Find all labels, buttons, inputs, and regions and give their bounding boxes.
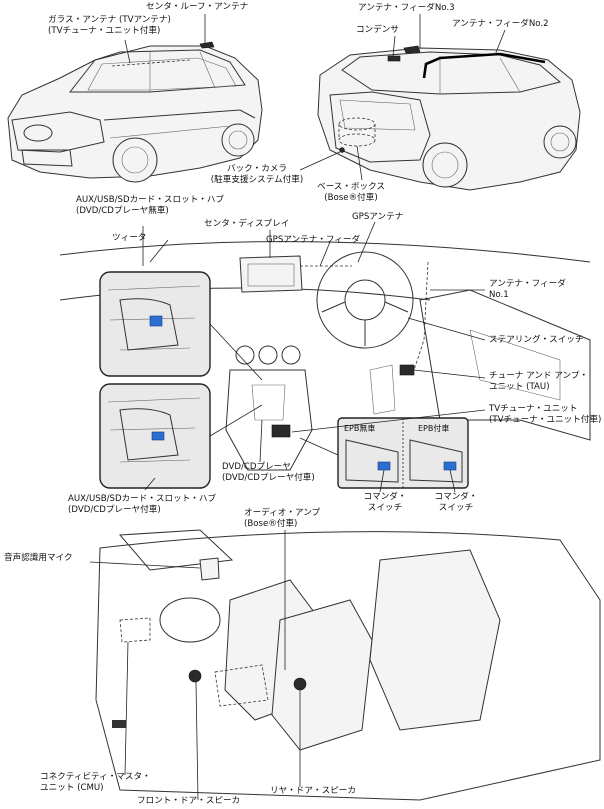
label-dvd-player-line1: DVD/CDプレーヤ: [222, 462, 291, 472]
interior-illustration: [95, 529, 601, 801]
label-antenna-feeder-2: アンテナ・フィーダNo.2: [452, 19, 549, 29]
label-tv-tuner-line1: TVチューナ・ユニット: [489, 404, 578, 414]
inset-aux-hub-without-dvd: [99, 271, 263, 381]
label-commander-left-line1: コマンダ・: [363, 492, 407, 502]
label-back-camera-line1: バック・カメラ: [226, 164, 287, 174]
label-aux-hub-bottom-line1: AUX/USB/SDカード・スロット・ハブ: [68, 494, 217, 504]
label-front-door-speaker: フロント・ドア・スピーカ: [137, 796, 241, 806]
label-audio-amp-line1: オーディオ・アンプ: [244, 508, 321, 518]
label-glass-antenna: ガラス・アンテナ (TVアンテナ) (TVチューナ・ユニット付車): [48, 15, 171, 37]
label-tau-line1: チューナ アンド アンプ・: [489, 371, 589, 381]
label-epb-without: EPB無車: [344, 424, 376, 433]
label-aux-hub-bottom: AUX/USB/SDカード・スロット・ハブ (DVD/CDプレーヤ付車): [68, 494, 216, 516]
label-commander-right-line1: コマンダ・: [434, 492, 478, 502]
label-tv-tuner-line2: (TVチューナ・ユニット付車): [489, 415, 602, 425]
label-center-display: センタ・ディスプレイ: [204, 219, 290, 229]
label-cmu-line1: コネクティビティ・マスタ・: [40, 772, 151, 782]
label-cmu: コネクティビティ・マスタ・ ユニット (CMU): [40, 772, 151, 794]
label-glass-antenna-line2: (TVチューナ・ユニット付車): [48, 26, 161, 36]
label-epb-with: EPB付車: [418, 424, 450, 433]
label-condenser: コンデンサ: [356, 25, 399, 35]
label-audio-amp-line2: (Bose®付車): [244, 519, 298, 529]
label-antenna-feeder-3: アンテナ・フィーダNo.3: [358, 3, 455, 13]
front-car-illustration: [7, 41, 263, 183]
label-commander-switch-left: コマンダ・ スイッチ: [364, 492, 407, 514]
label-antenna-feeder-1-line2: No.1: [489, 290, 509, 300]
label-dvd-player-line2: (DVD/CDプレーヤ付車): [222, 473, 315, 483]
label-tweeter: ツィータ: [112, 233, 147, 243]
label-aux-hub-bottom-line2: (DVD/CDプレーヤ付車): [68, 505, 161, 515]
inset-commander-switch: [299, 417, 469, 489]
label-steering-switch: ステアリング・スイッチ: [489, 335, 584, 345]
label-commander-switch-right: コマンダ・ スイッチ: [435, 492, 478, 514]
label-base-box-line1: ベース・ボックス: [316, 182, 386, 192]
label-antenna-feeder-1-line1: アンテナ・フィーダ: [489, 279, 566, 289]
label-antenna-feeder-1: アンテナ・フィーダ No.1: [489, 279, 566, 301]
label-glass-antenna-line1: ガラス・アンテナ (TVアンテナ): [48, 15, 171, 25]
label-back-camera-line2: (駐車支援システム付車): [210, 175, 304, 185]
label-aux-hub-top-line1: AUX/USB/SDカード・スロット・ハブ: [76, 195, 225, 205]
label-gps-antenna: GPSアンテナ: [352, 212, 404, 222]
label-commander-right-line2: スイッチ: [438, 503, 474, 513]
label-aux-hub-top: AUX/USB/SDカード・スロット・ハブ (DVD/CDプレーヤ無車): [76, 195, 224, 217]
label-center-roof-antenna: センタ・ルーフ・アンテナ: [146, 2, 249, 12]
label-commander-left-line2: スイッチ: [367, 503, 403, 513]
label-back-camera: バック・カメラ (駐車支援システム付車): [211, 164, 303, 186]
label-gps-feeder: GPSアンテナ・フィーダ: [266, 235, 361, 245]
label-tau-line2: ユニット (TAU): [489, 382, 550, 392]
label-tv-tuner: TVチューナ・ユニット (TVチューナ・ユニット付車): [489, 404, 601, 426]
inset-aux-hub-with-dvd: [99, 383, 263, 489]
label-cmu-line2: ユニット (CMU): [40, 783, 104, 793]
label-tau: チューナ アンド アンプ・ ユニット (TAU): [489, 371, 588, 393]
label-base-box: ベース・ボックス (Bose®付車): [317, 182, 385, 204]
leader-lines: [89, 14, 506, 801]
label-aux-hub-top-line2: (DVD/CDプレーヤ無車): [76, 206, 169, 216]
rear-car-illustration: [317, 45, 581, 191]
label-dvd-player: DVD/CDプレーヤ (DVD/CDプレーヤ付車): [222, 462, 315, 484]
label-rear-door-speaker: リヤ・ドア・スピーカ: [270, 786, 356, 796]
label-voice-mic: 音声認識用マイク: [4, 553, 73, 563]
label-audio-amp: オーディオ・アンプ (Bose®付車): [244, 508, 320, 530]
label-base-box-line2: (Bose®付車): [324, 193, 378, 203]
